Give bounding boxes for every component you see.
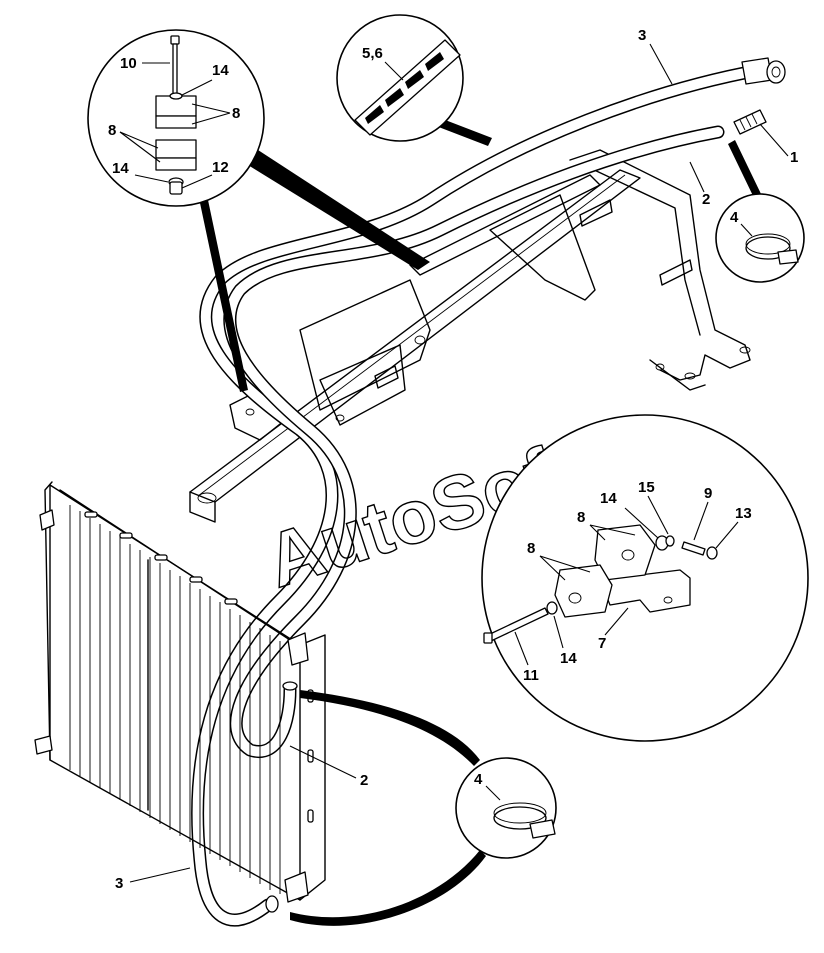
detail-bubble-hose-wrap: 5,6 <box>336 14 492 146</box>
callout-14-lower: 14 <box>112 160 129 177</box>
callout-4-top: 4 <box>730 209 739 226</box>
callout-4-bottom: 4 <box>474 771 483 788</box>
callout-9: 9 <box>704 485 712 502</box>
hose-2 <box>223 125 725 759</box>
detail-bubble-clamp-stack <box>87 29 430 392</box>
callout-13: 13 <box>735 505 752 522</box>
callouts-top-left: 10 14 8 8 14 12 <box>108 55 240 189</box>
callout-7: 7 <box>598 635 606 652</box>
callout-1: 1 <box>790 149 798 166</box>
callout-8-right: 8 <box>232 105 240 122</box>
hose-fitting-3 <box>741 57 786 85</box>
detail-bubble-hose-clamp-top: 4 <box>715 140 805 283</box>
callout-2-top: 2 <box>702 191 710 208</box>
hose-end-2-bottom <box>282 681 298 691</box>
main-callouts: 3 1 2 2 3 <box>115 27 798 892</box>
callout-8-r-lower: 8 <box>527 540 535 557</box>
callout-3-top: 3 <box>638 27 646 44</box>
oil-cooler <box>34 481 326 903</box>
callout-15: 15 <box>638 479 655 496</box>
detail-bubble-clamp-bracket: 14 15 9 13 8 8 7 11 14 <box>481 414 809 742</box>
cooler-mount-slots <box>84 511 314 823</box>
callout-14-r-lower: 14 <box>560 650 577 667</box>
connector-1 <box>733 109 767 135</box>
hose-3 <box>191 63 767 927</box>
callout-14-upper: 14 <box>212 62 229 79</box>
callout-10: 10 <box>120 55 137 72</box>
callout-8-r-upper: 8 <box>577 509 585 526</box>
detail-bubble-hose-clamp-bottom: 4 <box>290 690 557 926</box>
callout-8-left: 8 <box>108 122 116 139</box>
callout-11: 11 <box>523 667 539 684</box>
callout-14-r-upper: 14 <box>600 490 617 507</box>
cooler-fins <box>69 505 281 894</box>
callout-3-bottom: 3 <box>115 875 123 892</box>
callout-5-6: 5,6 <box>362 45 383 62</box>
hose-end-3-bottom <box>265 895 279 913</box>
callout-2-bottom: 2 <box>360 772 368 789</box>
callout-12: 12 <box>212 159 229 176</box>
